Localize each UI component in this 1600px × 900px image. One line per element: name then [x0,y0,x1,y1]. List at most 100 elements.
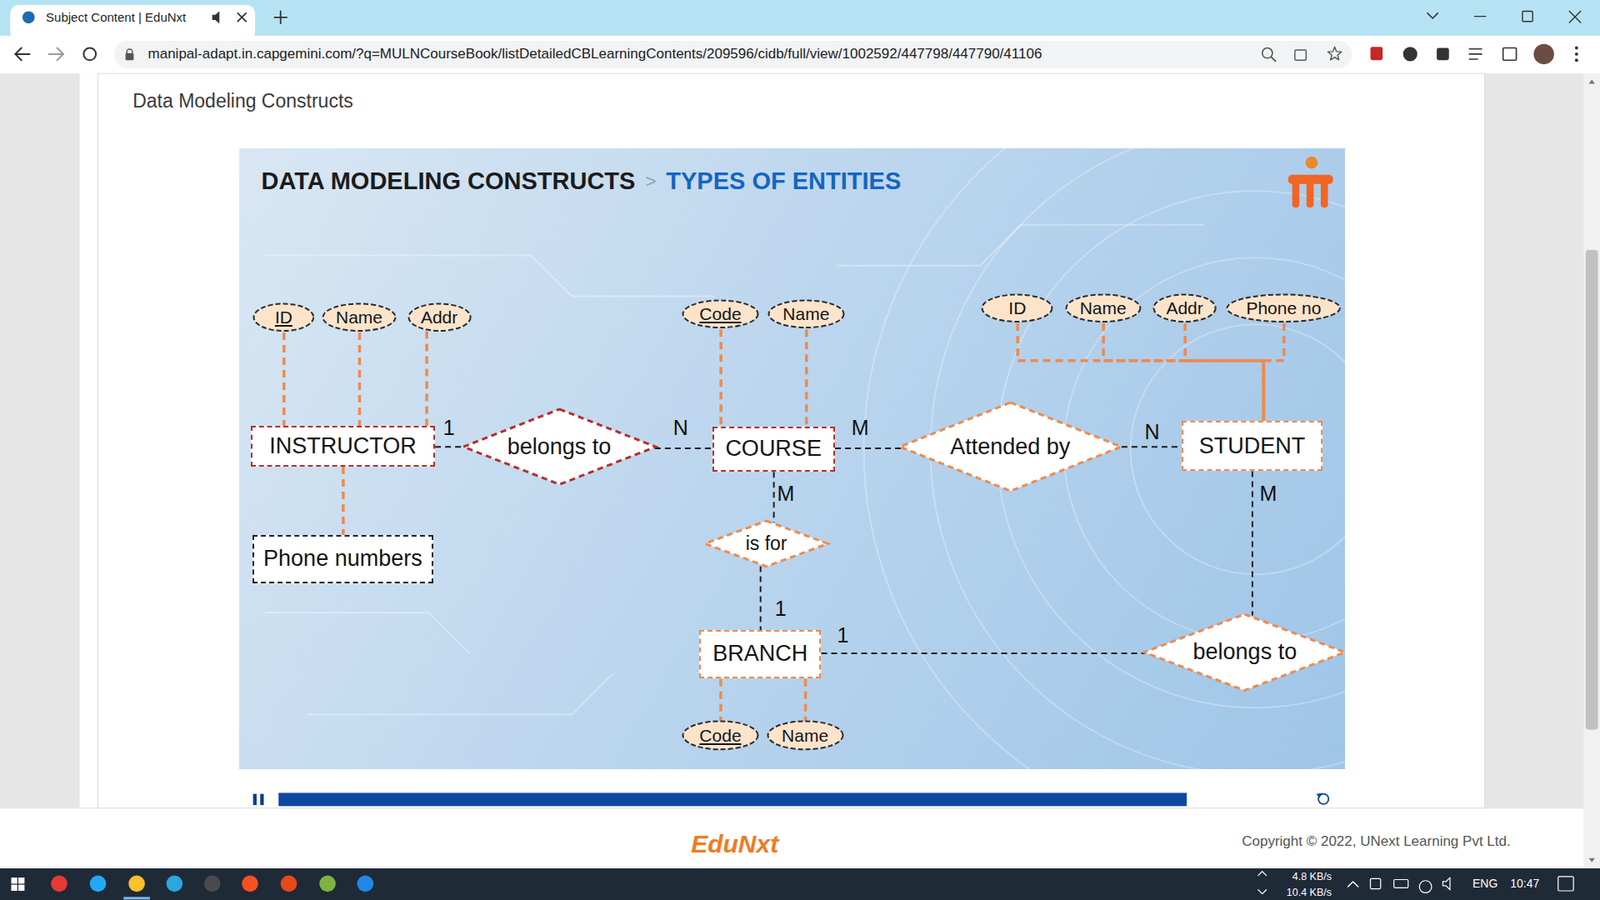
scrollbar-thumb [1585,250,1599,730]
volume-icon [1442,877,1450,890]
node-text: Attended by [950,434,1070,460]
breadcrumb-separator-wrap: > [645,170,656,192]
bookmark-star [1327,46,1341,60]
diagram-title: DATA MODELING CONSTRUCTS [260,167,635,195]
relationship-line [654,447,712,450]
entity-box: BRANCH [699,630,821,680]
pause-icon [253,794,257,805]
forward-button [49,53,64,55]
oval-shape [682,300,758,329]
cardinality-wrap: M [851,417,870,441]
relationship-diamond: belongs to [1142,612,1345,693]
content-card [80,73,1485,809]
oval-shape [1065,295,1140,323]
oval-shape [1227,295,1340,323]
taskbar [0,868,1600,900]
cardinality-wrap: N [673,417,689,441]
node-text: Phone numbers [263,545,423,572]
download-speed: 10.4 KB/s [1286,886,1332,899]
back-button [15,48,21,61]
node-text: Addr [420,307,458,328]
tab-close-icon [237,13,246,22]
attribute-link [282,332,286,426]
node-text: belongs to [507,434,612,460]
entity-box: Phone numbers [252,535,434,584]
reading-list-icon [1469,48,1482,50]
windows-logo [18,885,25,891]
oval-shape [982,295,1053,323]
cardinality-wrap: N [1144,420,1160,445]
relationship-diamond: Attended by [898,400,1123,493]
relationship-line [835,447,901,450]
cardinality-label: M [851,417,870,441]
attribute-link [1185,323,1264,422]
brand-logo [1291,180,1300,208]
oval-shape [254,304,315,332]
attribute-link [357,332,361,426]
oval-shape [682,721,758,750]
node-text: Code [699,725,741,746]
entity-box: STUDENT [1181,420,1323,471]
taskbar-app-icon [204,875,221,893]
close-window-icon [1569,10,1580,22]
url-text-wrap: manipal-adapt.in.capgemini.com/?q=MULNCo… [148,45,1043,63]
extension-icon [1370,46,1383,60]
node-text: STUDENT [1199,433,1306,460]
attribute-link [1103,323,1264,422]
download-speed-wrap: 10.4 KB/s [1286,886,1332,899]
windows-logo [18,877,25,884]
relationship-line [1250,470,1253,615]
menu-dots [1575,46,1579,50]
attribute-oval: Addr [1152,293,1217,324]
cardinality-wrap: M [1260,482,1278,506]
relationship-line [820,652,1145,655]
brand-logo-text-wrap: EduNxt [690,829,779,859]
extensions-puzzle-icon [1436,48,1450,61]
scroll-up-arrow [1589,80,1595,85]
brand-logo [1305,180,1314,208]
node-text: Name [1080,298,1127,319]
cardinality-wrap: 1 [836,624,849,648]
attribute-oval: Phone no [1225,293,1341,324]
speaker-icon [212,10,220,24]
node-text: is for [745,532,788,555]
decor-circuit-line [305,673,612,715]
minimize-icon [1474,15,1485,17]
footer [0,808,1584,869]
oval-shape [322,304,395,332]
tab-close-icon [237,13,246,22]
active-tab [10,5,255,40]
tab-title-wrap: Subject Content | EduNxt [45,10,186,25]
taskbar-app-icon [90,875,107,893]
clock-wrap: 10:47 [1510,876,1540,890]
attribute-link [719,678,723,720]
cardinality-label: 1 [775,597,787,621]
diamond-shape [1144,614,1345,691]
attribute-oval: Name [321,302,397,333]
attribute-oval: ID [980,293,1054,324]
page-heading-wrap: Data Modeling Constructs [132,90,354,112]
language-indicator: ENG [1472,876,1498,890]
brand-logo [1305,155,1318,169]
relationship-line [772,471,775,523]
relationship-diamond: belongs to [461,407,658,486]
reading-list-icon [1469,58,1478,60]
decor-circuit-line [265,255,715,296]
brand-logo [1320,180,1328,208]
taskbar-app-icon [241,875,259,893]
share-icon [1295,50,1306,60]
active-app-indicator [123,896,150,900]
scroll-down-arrow [1589,858,1595,863]
menu-dots [1575,52,1579,56]
attribute-oval: Code [681,299,760,330]
extension-icon [1403,46,1418,61]
attribute-link [805,329,809,427]
breadcrumb-separator: > [645,170,656,192]
relationship-line [1120,445,1182,448]
node-text: Code [699,304,741,325]
url-text: manipal-adapt.in.capgemini.com/?q=MULNCo… [148,45,1043,63]
battery-icon [1394,880,1409,889]
lock-icon [125,53,135,61]
upload-speed: 4.8 KB/s [1292,870,1332,883]
